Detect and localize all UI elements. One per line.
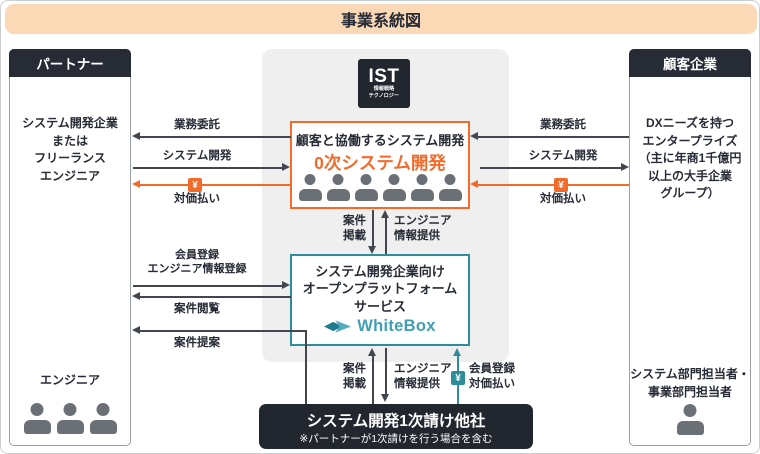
yen-badge: ¥ xyxy=(451,371,465,385)
person-icon xyxy=(382,174,406,201)
partner-panel-footer: エンジニア xyxy=(39,373,100,387)
partner-panel: パートナー システム開発企業 または フリーランス エンジニア エンジニア xyxy=(9,49,131,446)
person-icon xyxy=(89,403,117,434)
yen-badge: ¥ xyxy=(554,178,568,192)
case-propose-arrow xyxy=(140,330,307,332)
payment-right-arrow xyxy=(478,184,629,186)
arrowhead-down-icon xyxy=(368,246,376,254)
partner-panel-header: パートナー xyxy=(9,49,131,77)
collaborative-dev-box: 顧客と協働するシステム開発 0次システム開発 xyxy=(290,121,470,209)
outsourcing-left-arrow xyxy=(140,136,291,138)
engineer-info-bottom-arrow xyxy=(385,348,387,394)
engineer-info-bottom-label: エンジニア 情報提供 xyxy=(394,363,452,390)
payment-left-label: 対価払い xyxy=(174,193,220,205)
arrowhead-left-icon xyxy=(132,292,140,300)
customer-panel-header: 顧客企業 xyxy=(629,49,751,77)
subcontractor-note: ※パートナーが1次請けを行う場合を含む xyxy=(299,433,493,445)
diagram-title: 事業系統図 xyxy=(5,4,757,34)
platform-box-title: システム開発企業向け オープンプラットフォーム サービス xyxy=(302,264,458,314)
collab-person-icons xyxy=(292,174,468,201)
partner-person-icons xyxy=(10,403,130,434)
collaborative-dev-title: 顧客と協働するシステム開発 xyxy=(295,133,465,148)
customer-panel-footer: システム部門担当者・ 事業部門担当者 xyxy=(630,367,750,399)
whitebox-logo: WhiteBox xyxy=(292,317,468,336)
arrowhead-right-icon xyxy=(282,163,290,171)
system-dev-left-arrow xyxy=(133,167,282,169)
person-icon xyxy=(56,403,84,434)
ist-logo-subtext-1: 情報戦略 xyxy=(373,86,395,92)
whitebox-logo-icon xyxy=(324,320,352,333)
outsourcing-left-label: 業務委託 xyxy=(174,119,220,131)
outsourcing-right-label: 業務委託 xyxy=(540,119,586,131)
subcontractor-box: システム開発1次請け他社 ※パートナーが1次請けを行う場合を含む xyxy=(259,404,533,449)
member-registration-arrow xyxy=(133,285,282,287)
case-post-top-label: 案件 掲載 xyxy=(343,215,366,242)
outsourcing-right-arrow xyxy=(478,136,629,138)
system-dev-right-label: システム開発 xyxy=(528,150,598,162)
case-post-bottom-label: 案件 掲載 xyxy=(343,363,366,390)
customer-panel: 顧客企業 DXニーズを持つ エンタープライズ （主に年商1千億円 以上の大手企業… xyxy=(629,49,751,446)
whitebox-platform-box: システム開発企業向け オープンプラットフォーム サービス WhiteBox xyxy=(290,254,470,346)
arrowhead-down-icon xyxy=(381,394,389,402)
member-registration-label: 会員登録 エンジニア情報登録 xyxy=(147,249,247,276)
person-icon xyxy=(438,174,462,201)
arrowhead-left-icon xyxy=(470,132,478,140)
case-post-bottom-arrow xyxy=(372,356,374,404)
person-icon xyxy=(354,174,378,201)
arrowhead-left-icon xyxy=(132,180,140,188)
person-icon xyxy=(23,403,51,434)
arrowhead-up-icon xyxy=(453,348,461,356)
system-dev-left-label: システム開発 xyxy=(162,150,232,162)
subcontractor-title: システム開発1次請け他社 xyxy=(306,413,486,430)
arrowhead-right-icon xyxy=(282,281,290,289)
arrowhead-left-icon xyxy=(132,326,140,334)
payment-right-label: 対価払い xyxy=(540,193,586,205)
case-propose-connector xyxy=(305,330,307,404)
system-dev-right-arrow xyxy=(480,167,621,169)
payment-left-arrow xyxy=(140,184,291,186)
engineer-info-top-label: エンジニア 情報提供 xyxy=(394,215,452,242)
customer-panel-body: DXニーズを持つ エンタープライズ （主に年商1千億円 以上の大手企業 グループ… xyxy=(638,116,742,201)
person-icon xyxy=(410,174,434,201)
engineer-info-top-arrow xyxy=(385,218,387,254)
member-payment-label: 会員登録 対価払い xyxy=(469,363,515,390)
case-propose-label: 案件提案 xyxy=(174,337,220,349)
person-icon xyxy=(676,404,704,435)
arrowhead-up-icon xyxy=(381,210,389,218)
case-browse-arrow xyxy=(140,296,291,298)
person-icon xyxy=(298,174,322,201)
ist-logo-text: IST xyxy=(368,66,400,88)
ist-logo-subtext-2: テクノロジー xyxy=(368,93,400,99)
arrowhead-left-icon xyxy=(470,180,478,188)
ist-logo: IST 情報戦略 テクノロジー xyxy=(358,59,410,108)
yen-badge: ¥ xyxy=(188,178,202,192)
person-icon xyxy=(326,174,350,201)
partner-panel-body: システム開発企業 または フリーランス エンジニア xyxy=(22,116,118,183)
case-post-top-arrow xyxy=(372,210,374,247)
customer-person-icons xyxy=(630,404,750,435)
arrowhead-left-icon xyxy=(132,132,140,140)
case-browse-label: 案件閲覧 xyxy=(174,303,220,315)
whitebox-logo-text: WhiteBox xyxy=(357,317,436,336)
arrowhead-up-icon xyxy=(368,348,376,356)
arrowhead-right-icon xyxy=(621,163,629,171)
zero-dev-subtitle: 0次システム開発 xyxy=(314,153,446,173)
